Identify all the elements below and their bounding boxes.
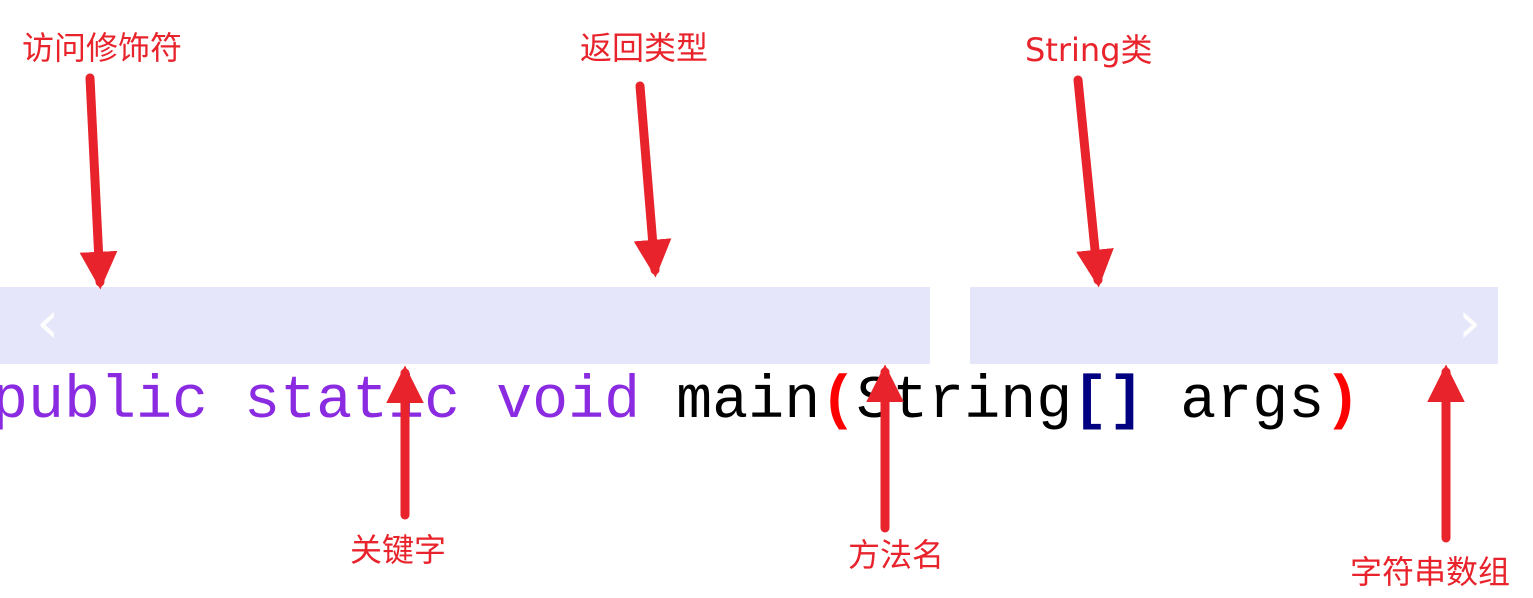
keyword-public: public bbox=[0, 368, 209, 436]
arrow-access-modifier bbox=[79, 73, 118, 290]
label-access-modifier: 访问修饰符 bbox=[22, 29, 183, 67]
keyword-void: void bbox=[496, 368, 641, 436]
method-main: main bbox=[676, 368, 821, 436]
code-highlight-right bbox=[970, 287, 1498, 364]
label-keyword: 关键字 bbox=[350, 531, 447, 569]
array-brackets: [] bbox=[1072, 368, 1145, 436]
chevron-right-icon[interactable]: › bbox=[1458, 288, 1482, 356]
arrow-return-type bbox=[633, 81, 672, 278]
label-return-type: 返回类型 bbox=[580, 29, 709, 67]
java-main-signature: public static void main(String[] args) bbox=[0, 288, 1360, 436]
label-string-class: String类 bbox=[1025, 31, 1153, 69]
keyword-static: static bbox=[244, 368, 461, 436]
close-paren: ) bbox=[1324, 368, 1361, 436]
arrow-string-class bbox=[1073, 75, 1114, 288]
code-highlight-left bbox=[0, 287, 930, 364]
label-string-array: 字符串数组 bbox=[1350, 553, 1511, 591]
param-args: args bbox=[1180, 368, 1325, 436]
label-method-name: 方法名 bbox=[848, 536, 945, 574]
chevron-left-icon[interactable]: ‹ bbox=[36, 288, 60, 356]
open-paren: ( bbox=[820, 368, 857, 436]
